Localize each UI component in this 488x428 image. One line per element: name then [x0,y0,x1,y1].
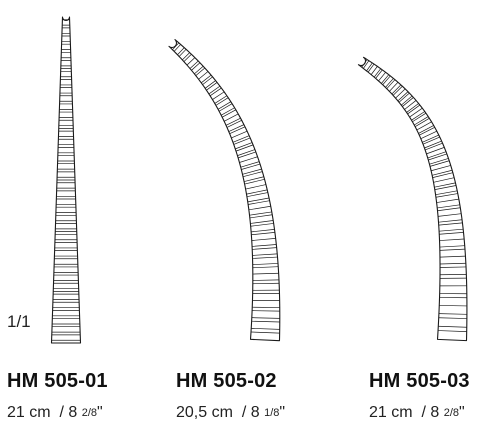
product-code: HM 505-01 [7,370,108,392]
strongly-curved-instrument-jaw [357,56,468,342]
product-code: HM 505-02 [176,370,277,392]
product-size: 20,5 cm / 8 1/8" [176,404,286,421]
jaw-outline [168,39,281,342]
straight-instrument-jaw [50,16,82,344]
jaw-serrations [51,19,81,341]
jaw-serrations [172,42,280,334]
product-code: HM 505-03 [369,370,470,392]
jaw-serrations [361,59,467,332]
jaw-outline [357,56,468,342]
product-size: 21 cm / 8 2/8" [7,404,103,421]
product-size: 21 cm / 8 2/8" [369,404,465,421]
scale-label: 1/1 [7,312,31,331]
curved-instrument-jaw [168,39,281,342]
